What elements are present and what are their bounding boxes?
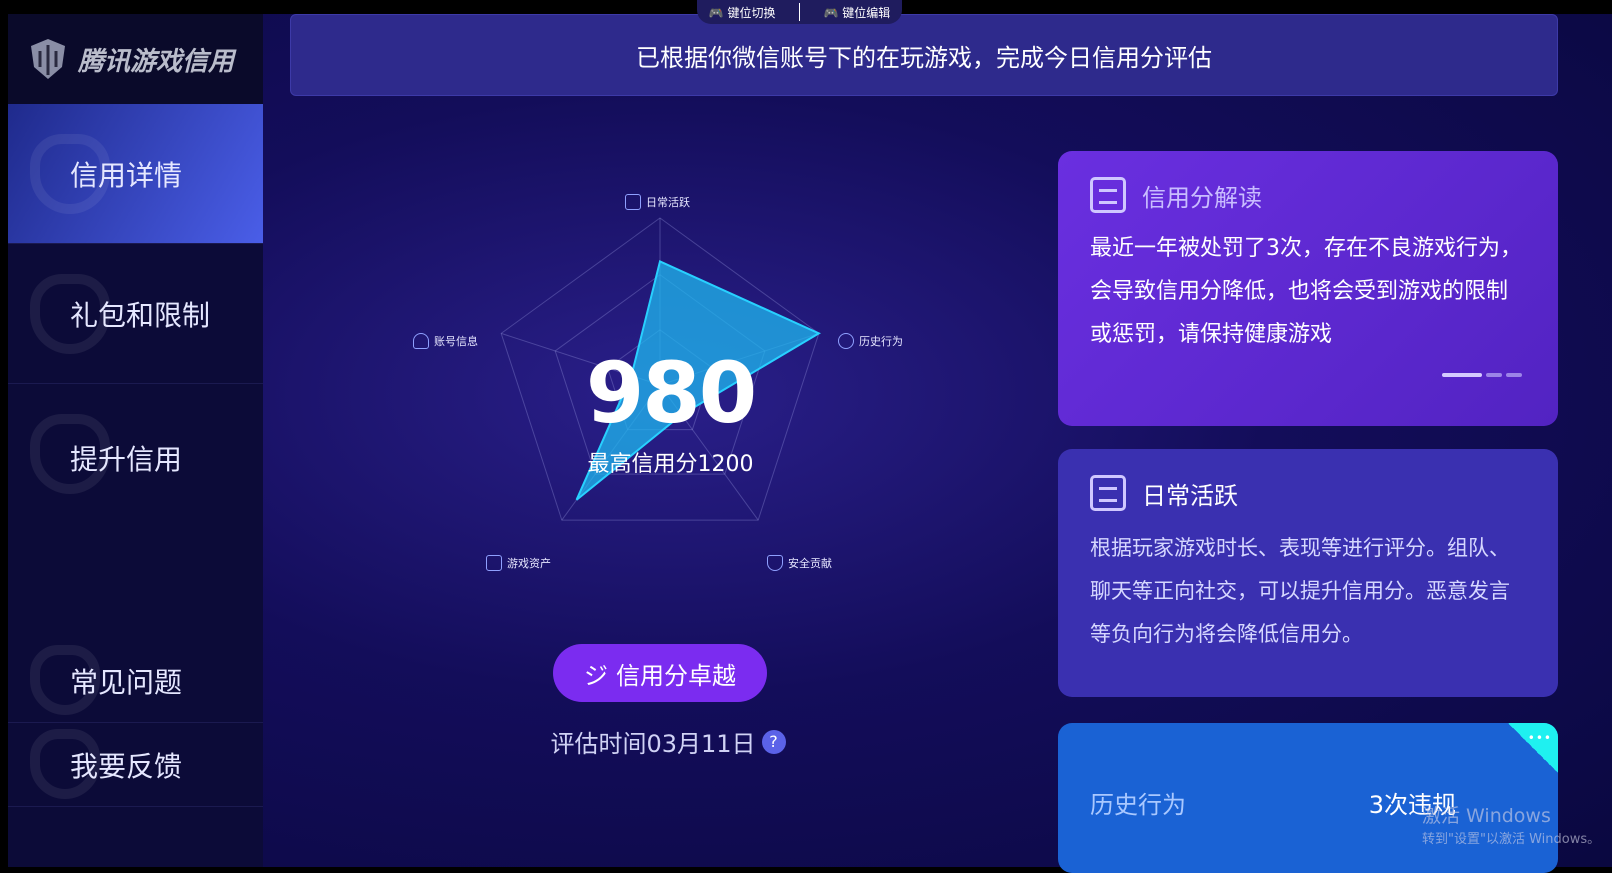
- carousel-indicator[interactable]: [1442, 373, 1522, 377]
- banner-text: 已根据你微信账号下的在玩游戏，完成今日信用分评估: [636, 43, 1212, 72]
- radar-chart: [500, 217, 821, 521]
- evaluation-banner: 已根据你微信账号下的在玩游戏，完成今日信用分评估: [290, 14, 1558, 96]
- key-toolbar: 🎮 键位切换 🎮 键位编辑: [697, 0, 902, 24]
- user-icon: [413, 333, 429, 349]
- axis-label-account: 账号信息: [413, 333, 478, 349]
- evaluation-time: 评估时间03月11日?: [538, 724, 798, 759]
- logo: 腾讯游戏信用: [8, 14, 263, 104]
- more-button[interactable]: •••: [1508, 723, 1558, 773]
- credit-score: 980: [585, 344, 757, 442]
- axis-label-assets: 游戏资产: [486, 555, 551, 571]
- wallet-icon: [486, 555, 502, 571]
- history-behavior-card[interactable]: ••• 历史行为 3次违规: [1058, 723, 1558, 873]
- smile-icon: ジ: [584, 662, 608, 690]
- shield-logo-icon: [31, 39, 65, 79]
- sidebar: 腾讯游戏信用 信用详情 礼包和限制 提升信用 常见问题 我要反馈: [8, 14, 263, 867]
- more-icon: •••: [1527, 731, 1552, 745]
- key-switch-button[interactable]: 🎮 键位切换: [708, 5, 776, 20]
- violation-count: 3次违规: [1368, 791, 1456, 819]
- shield-icon: [30, 645, 100, 715]
- app-window: 腾讯游戏信用 信用详情 礼包和限制 提升信用 常见问题 我要反馈 已根据你微信账…: [8, 14, 1612, 873]
- shield-icon: [30, 729, 100, 799]
- radar-data-area: [575, 260, 821, 501]
- document-icon: [1090, 475, 1126, 511]
- max-score-label: 最高信用分1200: [587, 452, 754, 477]
- shield-icon: [30, 274, 110, 354]
- axis-label-history: 历史行为: [838, 333, 903, 349]
- card-title: 信用分解读: [1142, 183, 1262, 212]
- axis-label-daily: 日常活跃: [625, 194, 690, 210]
- radar-grid-ring-0: [500, 217, 820, 521]
- sidebar-item-feedback[interactable]: 我要反馈: [8, 723, 263, 807]
- shield-icon: [30, 134, 110, 214]
- divider: [798, 3, 800, 21]
- sidebar-item-gifts-limits[interactable]: 礼包和限制: [8, 244, 263, 384]
- sidebar-item-improve-credit[interactable]: 提升信用: [8, 384, 263, 639]
- shield-icon: [767, 555, 783, 571]
- card-text: 最近一年被处罚了3次，存在不良游戏行为，会导致信用分降低，也将会受到游戏的限制或…: [1090, 236, 1522, 347]
- clock-icon: [838, 333, 854, 349]
- sidebar-item-faq[interactable]: 常见问题: [8, 639, 263, 723]
- axis-label-security: 安全贡献: [767, 555, 832, 571]
- document-icon: [625, 194, 641, 210]
- card-label: 历史行为: [1090, 791, 1186, 819]
- credit-interpretation-card: 信用分解读 最近一年被处罚了3次，存在不良游戏行为，会导致信用分降低，也将会受到…: [1058, 151, 1558, 426]
- credit-grade-button[interactable]: ジ信用分卓越: [553, 644, 767, 702]
- document-icon: [1090, 177, 1126, 213]
- daily-activity-card[interactable]: 日常活跃 根据玩家游戏时长、表现等进行评分。组队、聊天等正向社交，可以提升信用分…: [1058, 449, 1558, 697]
- sidebar-item-credit-details[interactable]: 信用详情: [8, 104, 263, 244]
- card-title: 日常活跃: [1142, 481, 1238, 510]
- help-icon[interactable]: ?: [761, 729, 786, 754]
- shield-icon: [30, 414, 110, 494]
- card-text: 根据玩家游戏时长、表现等进行评分。组队、聊天等正向社交，可以提升信用分。恶意发言…: [1090, 536, 1510, 646]
- key-edit-button[interactable]: 🎮 键位编辑: [823, 5, 891, 20]
